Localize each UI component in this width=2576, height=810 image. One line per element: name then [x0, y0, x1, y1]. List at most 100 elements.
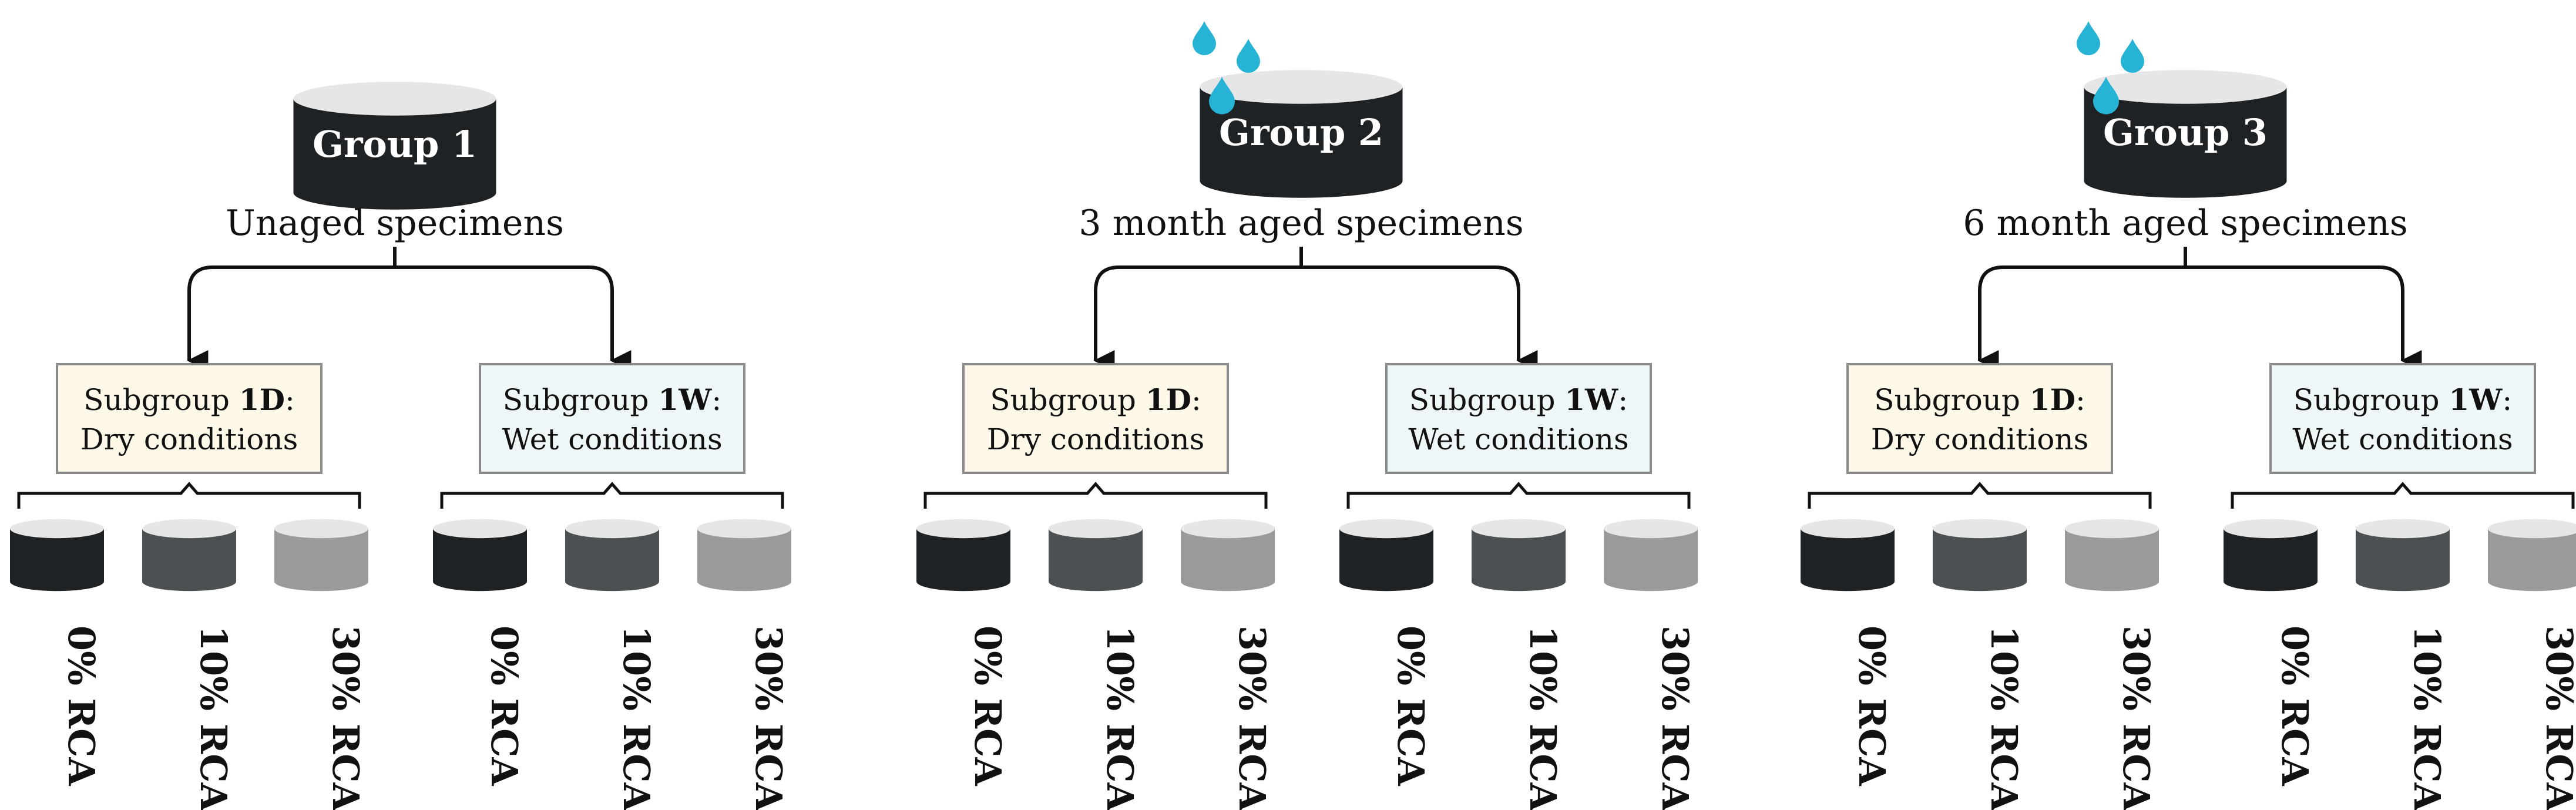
subgroup-prefix: Subgroup: [2293, 383, 2449, 417]
subgroup-suffix: :: [2502, 383, 2512, 417]
subgroup-title: Subgroup 1W:: [2293, 382, 2512, 417]
specimen-cylinder: [565, 519, 659, 591]
specimen-cylinder: [142, 519, 236, 591]
specimen-label: 10% RCA: [2406, 626, 2449, 810]
specimen-label: 30% RCA: [1231, 626, 1274, 810]
subgroup-condition: Wet conditions: [1408, 422, 1628, 456]
specimen-label: 0% RCA: [966, 626, 1009, 787]
subgroup-box: [2269, 363, 2536, 474]
subgroup-title: Subgroup 1D:: [83, 382, 295, 417]
specimen-cylinder: [2224, 519, 2318, 591]
group-title: Group 1: [313, 123, 477, 166]
subgroup-prefix: Subgroup: [1409, 383, 1565, 417]
subgroup-box: [56, 363, 323, 474]
subgroup-dry: Subgroup 1D: Dry conditions 0% RCA 10% RCA 3…: [1801, 363, 2159, 810]
specimen-label: 30% RCA: [2538, 626, 2576, 810]
specimen-label: 10% RCA: [192, 626, 235, 810]
specimen-label: 10% RCA: [1099, 626, 1141, 810]
water-drop-icon: [1209, 76, 1235, 115]
subgroup-wet: Subgroup 1W: Wet conditions 0% RCA 10% RCA 3…: [2224, 363, 2576, 810]
subgroup-prefix: Subgroup: [990, 383, 1146, 417]
subgroup-suffix: :: [1618, 383, 1628, 417]
specimen-cylinder: [2065, 519, 2159, 591]
water-drop-icon: [2077, 21, 2100, 55]
subgroup-condition: Wet conditions: [502, 422, 722, 456]
subgroup-suffix: :: [2075, 383, 2085, 417]
subgroup-condition: Wet conditions: [2292, 422, 2513, 456]
subgroup-suffix: :: [711, 383, 721, 417]
subgroup-code: 1D: [1146, 382, 1191, 417]
subgroup-box: [1385, 363, 1652, 474]
specimen-cylinder: [1339, 519, 1433, 591]
arrow-to-wet-subgroup: [1301, 265, 1538, 371]
specimen-brace: [440, 482, 784, 509]
specimen-cylinder: [1181, 519, 1275, 591]
specimen-cylinder: [1933, 519, 2027, 591]
specimen-label: 30% RCA: [324, 626, 367, 810]
subgroup-suffix: :: [1191, 383, 1201, 417]
specimen-brace: [2231, 482, 2575, 509]
specimen-cylinder: [433, 519, 527, 591]
specimen-cylinder: [1049, 519, 1143, 591]
group-caption: Unaged specimens: [226, 203, 564, 244]
water-drop-icon: [1193, 21, 1216, 55]
subgroup-condition: Dry conditions: [1871, 422, 2088, 456]
specimen-cylinder: [2356, 519, 2450, 591]
specimen-brace: [1808, 482, 2152, 509]
specimen-cylinder: [1801, 519, 1895, 591]
group-caption: 6 month aged specimens: [1963, 203, 2407, 244]
arrow-to-dry-subgroup: [187, 265, 395, 371]
specimen-brace: [17, 482, 361, 509]
subgroup-prefix: Subgroup: [1874, 383, 2030, 417]
specimen-cylinder: [697, 519, 791, 591]
specimen-cylinder: [10, 519, 104, 591]
specimen-cylinder: [274, 519, 368, 591]
specimen-brace: [1346, 482, 1691, 509]
subgroup-prefix: Subgroup: [503, 383, 659, 417]
subgroup-title: Subgroup 1D:: [990, 382, 1201, 417]
arrow-to-dry-subgroup: [1093, 265, 1301, 371]
subgroup-code: 1W: [2449, 382, 2503, 417]
subgroup-box: [479, 363, 745, 474]
subgroup-code: 1D: [239, 382, 285, 417]
water-drops: [1193, 21, 1260, 115]
specimen-label: 30% RCA: [1654, 626, 1697, 810]
subgroup-condition: Dry conditions: [80, 422, 298, 456]
specimen-cylinder: [2488, 519, 2576, 591]
water-drops: [2077, 21, 2144, 115]
specimen-cylinder: [1472, 519, 1566, 591]
subgroup-code: 1W: [1564, 382, 1618, 417]
subgroup-box: [1846, 363, 2113, 474]
specimen-label: 30% RCA: [2115, 626, 2158, 810]
group-cylinder: [1200, 70, 1403, 198]
specimen-label: 0% RCA: [1850, 626, 1893, 787]
subgroup-code: 1D: [2030, 382, 2075, 417]
specimen-brace: [923, 482, 1268, 509]
specimen-label: 0% RCA: [60, 626, 103, 787]
specimen-cylinder: [1604, 519, 1698, 591]
specimen-label: 10% RCA: [1983, 626, 2026, 810]
group-cylinder: [293, 82, 496, 210]
subgroup-dry: Subgroup 1D: Dry conditions 0% RCA 10% RCA 3…: [10, 363, 368, 810]
arrow-to-dry-subgroup: [1977, 265, 2185, 371]
specimen-cylinder: [916, 519, 1010, 591]
subgroup-suffix: :: [285, 383, 295, 417]
specimen-label: 0% RCA: [2273, 626, 2316, 787]
arrow-to-wet-subgroup: [395, 265, 632, 371]
subgroup-title: Subgroup 1W:: [503, 382, 721, 417]
subgroup-box: [962, 363, 1229, 474]
subgroup-code: 1W: [658, 382, 712, 417]
specimen-label: 0% RCA: [483, 626, 526, 787]
specimen-label: 0% RCA: [1389, 626, 1432, 787]
specimen-label: 10% RCA: [1522, 626, 1564, 810]
subgroup-title: Subgroup 1D:: [1874, 382, 2085, 417]
specimen-label: 30% RCA: [747, 626, 790, 810]
group-caption: 3 month aged specimens: [1079, 203, 1523, 244]
subgroup-wet: Subgroup 1W: Wet conditions 0% RCA 10% RCA 3…: [1339, 363, 1698, 810]
water-drop-icon: [2093, 76, 2119, 115]
